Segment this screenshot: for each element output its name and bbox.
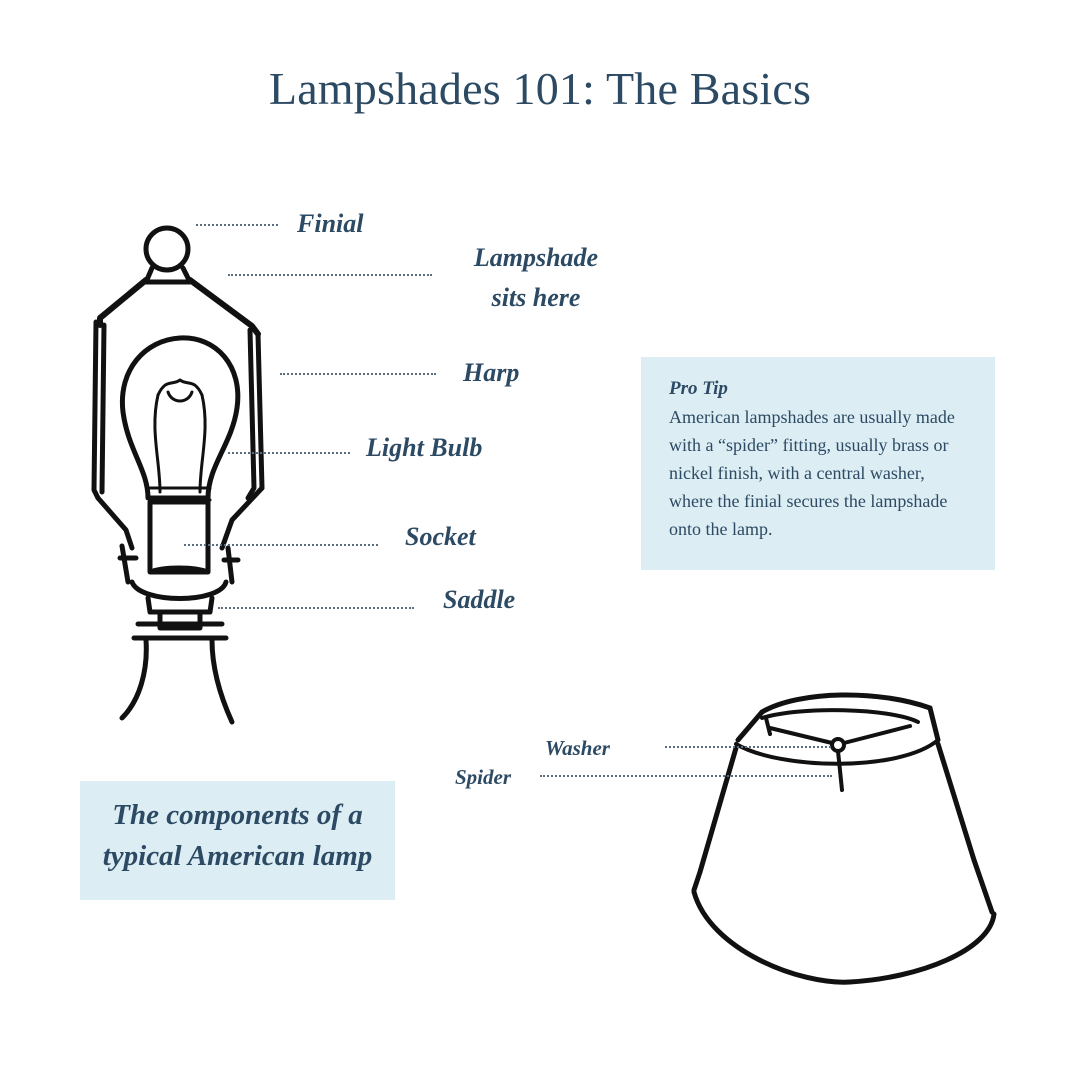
- saddle-label: Saddle: [443, 585, 516, 614]
- light-bulb-leader: [228, 452, 350, 454]
- pro-tip-body: American lampshades are usually made wit…: [669, 407, 955, 539]
- spider-leader: [540, 775, 832, 777]
- saddle-leader: [218, 607, 414, 609]
- caption-line1: The components of a: [112, 799, 363, 831]
- lampshade-label-line2: sits here: [491, 283, 581, 312]
- lampshade-label-line1: Lampshade: [473, 243, 599, 272]
- finial-label: Finial: [297, 209, 364, 238]
- caption-line2: typical American lamp: [102, 840, 373, 872]
- harp-leader: [280, 373, 436, 375]
- socket-leader: [184, 544, 378, 546]
- washer-leader: [665, 746, 831, 748]
- pro-tip-box: Pro Tip American lampshades are usually …: [641, 357, 995, 570]
- caption-box: The components of a typical American lam…: [80, 781, 395, 900]
- lamp-drawing: [91, 225, 265, 725]
- lampshade-drawing: [691, 692, 997, 985]
- lampshade-leader: [228, 274, 432, 276]
- washer-label: Washer: [545, 736, 610, 760]
- page-title: Lampshades 101: The Basics: [268, 63, 812, 114]
- light-bulb-label: Light Bulb: [366, 433, 483, 462]
- finial-leader: [196, 224, 278, 226]
- pro-tip-heading: Pro Tip: [669, 378, 728, 399]
- socket-label: Socket: [405, 522, 476, 551]
- spider-label: Spider: [455, 765, 512, 789]
- harp-label: Harp: [463, 358, 520, 387]
